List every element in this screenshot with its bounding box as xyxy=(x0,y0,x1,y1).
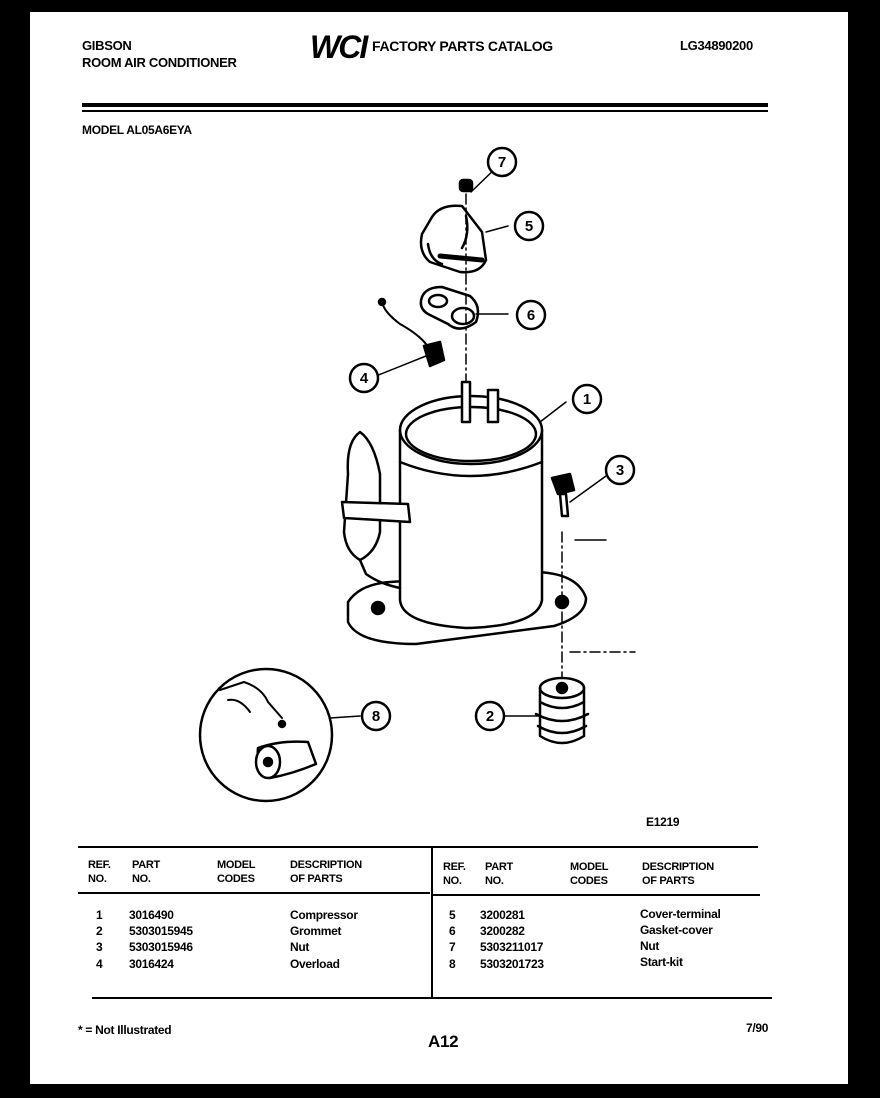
part-description: Start-kit xyxy=(640,955,683,969)
part-2-grommet xyxy=(534,676,590,745)
exploded-diagram: 7 5 6 4 1 3 2 8 xyxy=(198,146,636,803)
product-line: ROOM AIR CONDITIONER xyxy=(82,55,237,70)
catalog-date: 7/90 xyxy=(746,1021,769,1035)
ref-no: 3 xyxy=(96,940,103,954)
part-no: 3016490 xyxy=(129,908,174,922)
part-8-start-kit xyxy=(198,667,334,803)
part-3-bolt xyxy=(550,472,576,518)
part-6-gasket xyxy=(419,285,480,330)
header-rule-thin xyxy=(82,110,768,112)
wci-logo: WCI xyxy=(310,30,370,64)
ref-no: 2 xyxy=(96,924,103,938)
header-ref-right: REF.NO. xyxy=(443,861,466,887)
parts-catalog-page: GIBSON ROOM AIR CONDITIONER WCI FACTORY … xyxy=(30,12,848,1084)
callout-6: 6 xyxy=(527,307,535,324)
table-top-rule xyxy=(78,846,758,848)
callout-4: 4 xyxy=(360,370,369,387)
part-no: 3200281 xyxy=(480,908,525,922)
part-description: Nut xyxy=(640,939,660,953)
part-no: 5303015945 xyxy=(129,924,193,938)
part-description: Compressor xyxy=(290,908,358,922)
ref-no: 6 xyxy=(449,924,456,938)
part-1-compressor xyxy=(340,380,588,646)
callout-3: 3 xyxy=(616,462,624,479)
figure-code: E1219 xyxy=(646,815,680,829)
part-no: 5303211017 xyxy=(480,940,544,954)
callout-7: 7 xyxy=(498,154,506,171)
header-ref-left: REF.NO. xyxy=(88,859,111,885)
header-rule-thick xyxy=(82,103,768,107)
callout-2: 2 xyxy=(486,708,494,725)
catalog-number: LG34890200 xyxy=(680,38,753,53)
callout-5: 5 xyxy=(525,218,533,235)
part-description: Grommet xyxy=(290,924,342,938)
part-no: 5303015946 xyxy=(129,940,193,954)
ref-no: 1 xyxy=(96,908,103,922)
part-7-nut xyxy=(458,178,474,193)
part-4-overload xyxy=(377,297,446,368)
logo-text: WCI xyxy=(310,30,369,64)
ref-no: 8 xyxy=(449,957,456,971)
ref-no: 7 xyxy=(449,940,456,954)
part-5-terminal-cover xyxy=(419,204,488,274)
part-description: Gasket-cover xyxy=(640,923,713,937)
part-no: 3016424 xyxy=(129,957,174,971)
header-rule-left xyxy=(78,892,430,894)
part-no: 5303201723 xyxy=(480,957,544,971)
catalog-title: FACTORY PARTS CATALOG xyxy=(372,38,553,54)
part-no: 3200282 xyxy=(480,924,525,938)
footnote: * = Not Illustrated xyxy=(78,1023,172,1037)
ref-no: 5 xyxy=(449,908,456,922)
callout-8: 8 xyxy=(372,708,380,725)
page-number: A12 xyxy=(428,1032,459,1051)
part-description: Nut xyxy=(290,940,310,954)
header-rule-right xyxy=(433,894,760,896)
brand-name: GIBSON xyxy=(82,38,132,53)
ref-no: 4 xyxy=(96,957,103,971)
model-number: MODEL AL05A6EYA xyxy=(82,123,192,137)
table-column-divider xyxy=(431,848,433,998)
part-description: Overload xyxy=(290,957,340,971)
callout-1: 1 xyxy=(583,391,591,408)
table-bottom-rule xyxy=(92,997,772,999)
part-description: Cover-terminal xyxy=(640,907,721,921)
